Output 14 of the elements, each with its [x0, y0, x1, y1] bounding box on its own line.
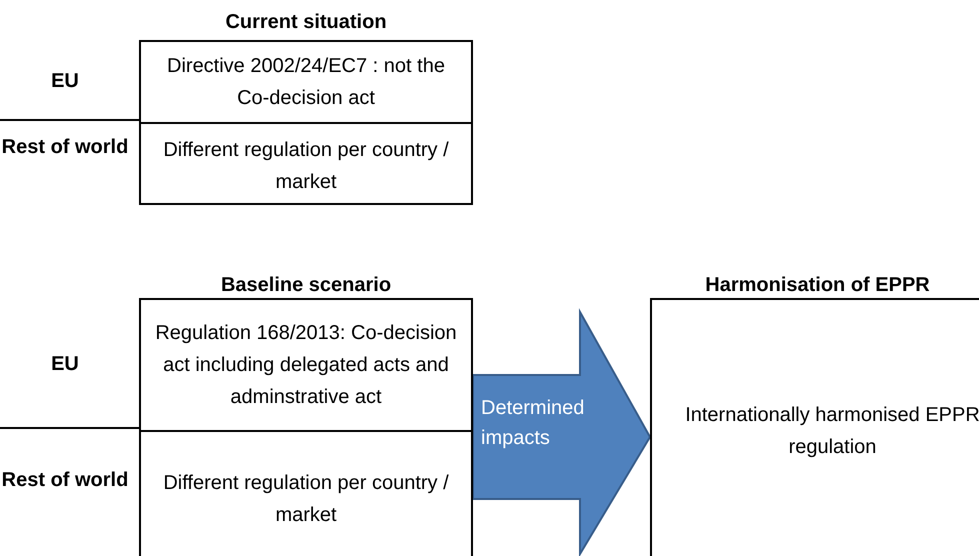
cell-text: Directive 2002/24/EC7 : not the Co-decision act [166, 54, 446, 111]
block-arrow [472, 308, 652, 556]
row-label: Rest of world [0, 468, 130, 493]
group-heading: Baseline scenario [220, 273, 392, 297]
cell-text: Internationally harmonised EPPR regulation [684, 402, 979, 460]
cell-text: Different regulation per country / market [162, 470, 450, 528]
row-label: EU [50, 69, 80, 94]
cell-text: Regulation 168/2013: Co-decision act including delegated acts and adminstrative act [154, 321, 458, 410]
cell-text: Different regulation per country / market [162, 138, 450, 194]
row-label: EU [50, 352, 80, 377]
group-heading: Current situation [224, 10, 388, 34]
edge-label: Determined impacts [481, 396, 586, 451]
row-label: Rest of world [0, 135, 130, 160]
group-heading: Harmonisation of EPPR [704, 273, 931, 297]
